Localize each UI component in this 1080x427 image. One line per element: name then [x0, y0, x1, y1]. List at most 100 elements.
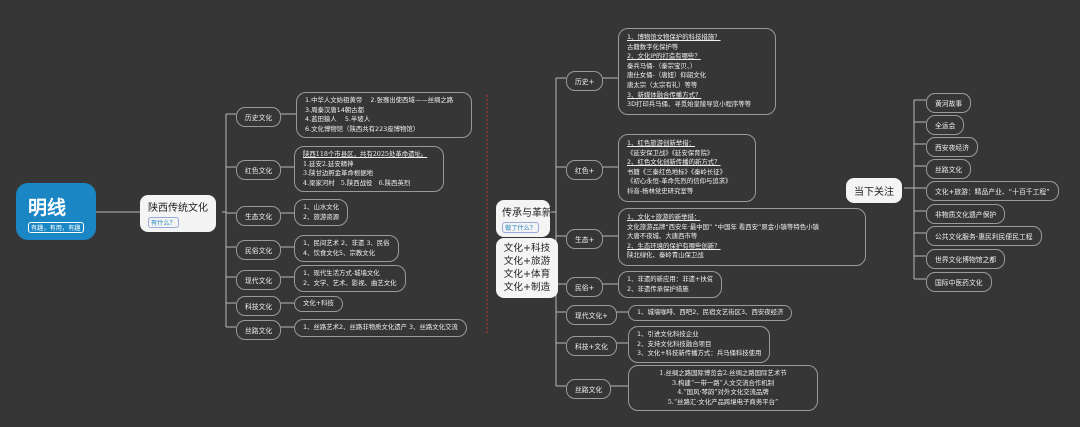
left-eco-detail[interactable]: 1、山水文化 2、旅游资源 [294, 199, 349, 227]
focus-item-intangible-heritage[interactable]: 非物质文化遗产保护 [926, 204, 1006, 224]
center-history-tag[interactable]: 历史+ [566, 71, 604, 91]
center-red-detail[interactable]: 1、红色旅游创新举措： 《延安保卫战》《延安保育院》 2、红色文化创新传播的新方… [618, 134, 756, 202]
focus-item-national-games[interactable]: 全运会 [926, 115, 965, 135]
inheritance-innovation-node[interactable]: 传承与革新 做了什么？ [496, 200, 552, 237]
center-red-line-5: 《初心永恒-革命先烈的信仰与追求》 [627, 177, 732, 186]
culture-plus-tags[interactable]: 文化+科技 文化+旅游 文化+体育 文化+制造 [496, 238, 558, 298]
focus-item-silk-road[interactable]: 丝路文化 [926, 159, 972, 179]
center-folk-line-1: 1、非遗的新应用：非遗+扶贫 [627, 275, 714, 283]
culture-plus-tourism: 文化+旅游 [503, 256, 551, 267]
center-folk-line-2: 2、非遗传承保护措施 [627, 284, 689, 293]
center-silk-line-4: 5.“丝路汇·文化产品跨境电子商务平台” [667, 397, 779, 406]
left-history-line-4: 4.蓝田猿人 [305, 115, 337, 124]
focus-item-museum-capital[interactable]: 世界文化博物馆之都 [926, 249, 1006, 269]
current-focus-title: 当下关注 [854, 187, 894, 198]
center-modern-line-1: 1、城墙咖啡、西吧2、民宿文艺街区3、西安夜经济 [637, 308, 784, 316]
inheritance-innovation-subtitle: 做了什么？ [502, 222, 539, 233]
center-history-line-3: 2、文化IP的打造有哪些？ [627, 52, 701, 61]
current-focus-node[interactable]: 当下关注 [846, 178, 902, 203]
focus-item-tcm-culture[interactable]: 国际中医药文化 [926, 272, 992, 292]
root-subtitle: 有趣，有用，有趣 [28, 222, 84, 233]
traditional-culture-node[interactable]: 陕西传统文化 有什么？ [140, 195, 216, 232]
center-tech-tag[interactable]: 科技+文化 [566, 336, 617, 356]
center-eco-tag[interactable]: 生态+ [566, 229, 604, 249]
center-eco-detail[interactable]: 1、文化+旅游的新举措： 文化旅游品牌“西安年·最中国” “中国年 看西安”原金… [618, 208, 866, 266]
center-tech-detail[interactable]: 1、引进文化科技企业 2、支持文化科技融合项目 3、文化+科技新传播方式：兵马俑… [628, 326, 771, 363]
center-silk-tag[interactable]: 丝路文化 [566, 379, 612, 399]
left-modern-detail[interactable]: 1、现代生活方式-城墙文化 2、文学、艺术、影视、曲艺文化 [294, 265, 406, 293]
traditional-culture-title: 陕西传统文化 [148, 203, 208, 214]
left-folk-detail[interactable]: 1、民间艺术 2、非遗 3、民俗 4、饮食文化5、宗教文化 [294, 235, 399, 263]
center-tech-line-1: 1、引进文化科技企业 [637, 330, 699, 338]
left-eco-line-2: 2、旅游资源 [303, 212, 340, 221]
left-tech-tag[interactable]: 科技文化 [236, 296, 282, 316]
left-silk-line-1: 1、丝路艺术2、丝路非物质文化遗产 3、丝路文化交流 [303, 323, 458, 331]
center-eco-line-3: 大唐不夜城、大唐西市等 [627, 232, 698, 241]
center-eco-line-4: 2、生态环境的保护有哪些创新？ [627, 241, 721, 250]
left-red-line-1: 陕西118个市县区，共有2025处革命遗址。 [303, 150, 428, 158]
root-node[interactable]: 明线 有趣，有用，有趣 [16, 183, 96, 240]
center-history-line-8: 3D打印兵马俑、寻觅始皇陵导览小程序等等 [627, 100, 752, 109]
center-tech-line-3: 3、文化+科技新传播方式：兵马俑科技使用 [637, 349, 762, 358]
center-history-line-7: 3、新媒体融合传播方式？ [627, 90, 702, 99]
left-eco-line-1: 1、山水文化 [303, 203, 340, 211]
culture-plus-sports: 文化+体育 [503, 269, 551, 280]
focus-item-yellow-river[interactable]: 黄河故事 [926, 93, 972, 113]
center-red-line-2: 《延安保卫战》《延安保育院》 [627, 148, 714, 157]
center-red-tag[interactable]: 红色+ [566, 160, 604, 180]
left-history-line-1: 1.中华人文始祖黄帝 [305, 96, 363, 104]
left-red-line-5: 5.陕西战役 [340, 178, 373, 187]
center-history-detail[interactable]: 1、博物馆文物保护的科技措施？ 古籍数字化保护等 2、文化IP的打造有哪些？ 秦… [618, 28, 776, 115]
left-history-line-6: 6.文化博物馆（陕西共有223座博物馆） [305, 124, 420, 133]
center-folk-tag[interactable]: 民俗+ [566, 277, 604, 297]
inheritance-innovation-title: 传承与革新 [502, 208, 552, 219]
center-eco-line-5: 陕北绿化、秦岭青山保卫战 [627, 251, 704, 260]
left-history-tag[interactable]: 历史文化 [236, 107, 282, 127]
root-title: 明线 [28, 197, 67, 219]
center-history-line-4: 秦兵马俑-（秦宗宝贝、） [627, 61, 697, 70]
left-eco-tag[interactable]: 生态文化 [236, 206, 282, 226]
center-red-line-3: 2、红色文化创新传播的新方式？ [627, 158, 721, 167]
left-folk-line-2: 4、饮食文化5、宗教文化 [303, 248, 376, 257]
left-red-tag[interactable]: 红色文化 [236, 160, 282, 180]
focus-item-night-economy[interactable]: 西安夜经济 [926, 137, 978, 157]
center-history-line-6: 唐太宗（太宗有礼）等等 [627, 80, 698, 89]
center-eco-line-2: 文化旅游品牌“西安年·最中国” “中国年 看西安”原金小镇等特色小镇 [627, 222, 819, 231]
center-history-line-1: 1、博物馆文物保护的科技措施？ [627, 33, 721, 41]
left-silk-detail[interactable]: 1、丝路艺术2、丝路非物质文化遗产 3、丝路文化交流 [294, 319, 467, 337]
left-history-line-3: 3.周秦汉唐14朝古都 [305, 105, 364, 114]
focus-item-public-service[interactable]: 公共文化服务-惠民利民便民工程 [926, 226, 1042, 246]
center-folk-detail[interactable]: 1、非遗的新应用：非遗+扶贫 2、非遗传承保护措施 [618, 271, 723, 299]
left-red-line-6: 6.陕西英烈 [378, 178, 411, 187]
center-modern-detail[interactable]: 1、城墙咖啡、西吧2、民宿文艺街区3、西安夜经济 [628, 305, 793, 321]
left-history-line-2: 2.张骞出使西域——丝绸之路 [370, 96, 454, 104]
left-modern-tag[interactable]: 现代文化 [236, 270, 282, 290]
left-tech-line-1: 文化+科技 [303, 299, 334, 307]
center-silk-detail[interactable]: 1.丝绸之路国际博览会2.丝绸之路国际艺术节 3.构建“一带一路”人文交流合作机… [628, 365, 818, 412]
left-tech-detail[interactable]: 文化+科技 [294, 296, 343, 312]
center-red-line-6: 抖音-杨林党史研究室等 [627, 186, 694, 195]
culture-plus-tech: 文化+科技 [503, 243, 551, 254]
culture-plus-manufacturing: 文化+制造 [503, 282, 551, 293]
focus-item-culture-tourism[interactable]: 文化+旅游：精品产业、“十百千工程” [926, 181, 1059, 201]
center-silk-line-3: 4.“国风·琴韵”对外文化交流品牌 [677, 388, 769, 397]
left-folk-tag[interactable]: 民俗文化 [236, 240, 282, 260]
left-history-line-5: 5.半坡人 [344, 115, 371, 124]
center-silk-line-1: 1.丝绸之路国际博览会2.丝绸之路国际艺术节 [659, 369, 787, 377]
left-modern-line-1: 1、现代生活方式-城墙文化 [303, 269, 380, 277]
center-eco-line-1: 1、文化+旅游的新举措： [627, 213, 701, 221]
left-modern-line-2: 2、文学、艺术、影视、曲艺文化 [303, 278, 397, 287]
left-history-detail[interactable]: 1.中华人文始祖黄帝 2.张骞出使西域——丝绸之路 3.周秦汉唐14朝古都 4.… [296, 92, 472, 139]
left-red-line-3: 3.陕甘边照金革命根据地 [303, 169, 374, 178]
traditional-culture-subtitle: 有什么？ [148, 217, 179, 228]
left-silk-tag[interactable]: 丝路文化 [236, 320, 282, 340]
center-silk-line-2: 3.构建“一带一路”人文交流合作机制 [671, 378, 775, 387]
center-modern-tag[interactable]: 现代文化+ [566, 305, 617, 325]
center-history-line-5: 唐仕女俑-（唐妞）仰韶文化 [627, 71, 706, 80]
left-folk-line-1: 1、民间艺术 2、非遗 3、民俗 [303, 239, 390, 247]
center-tech-line-2: 2、支持文化科技融合项目 [637, 339, 712, 348]
left-red-line-2: 1.延安2.延安精神 [303, 159, 354, 168]
center-red-line-1: 1、红色旅游创新举措： [627, 139, 695, 147]
center-history-line-2: 古籍数字化保护等 [627, 42, 679, 51]
left-red-detail[interactable]: 陕西118个市县区，共有2025处革命遗址。 1.延安2.延安精神 3.陕甘边照… [294, 146, 444, 193]
